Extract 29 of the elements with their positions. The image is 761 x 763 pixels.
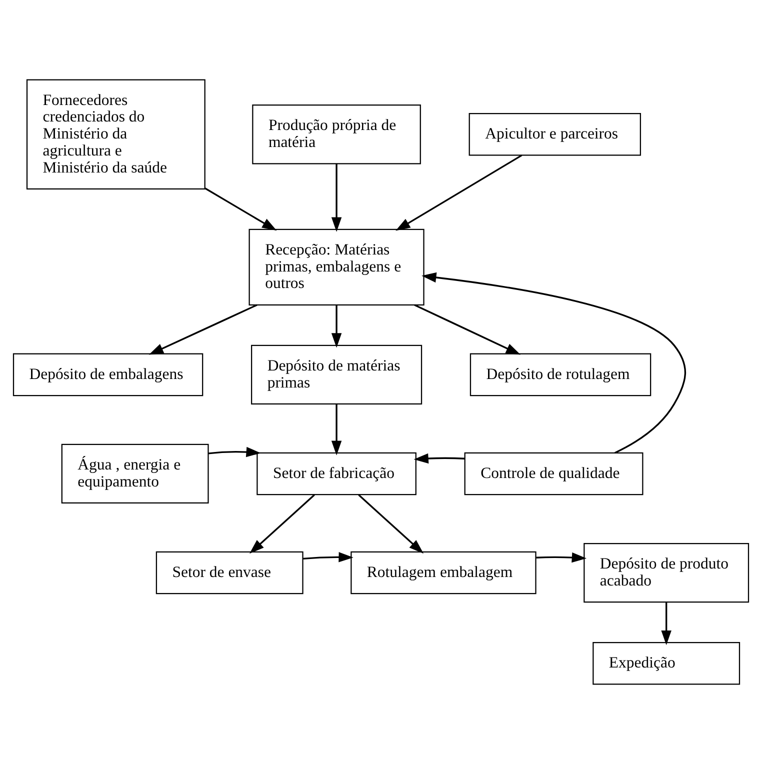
arrow (395, 154, 522, 230)
arrow (208, 446, 260, 457)
node-box: Setor de fabricação (256, 452, 416, 495)
arrow (413, 452, 464, 464)
node-box: Fornecedores credenciados do Ministério da agricultura e Ministério da saúde (26, 78, 205, 190)
arrow (330, 304, 342, 348)
arrow (358, 494, 424, 554)
arrow (302, 552, 353, 562)
node-box: Depósito de rotulagem (469, 352, 651, 396)
node-box: Rotulagem embalagem (350, 550, 536, 594)
arrow (248, 494, 314, 554)
node-box: Controle de qualidade (464, 452, 643, 495)
arrow (660, 602, 671, 645)
arrow (330, 404, 342, 455)
node-box: Expedição (592, 642, 740, 684)
node-box: Recepção: Matérias primas, embalagens e outros (248, 228, 424, 305)
node-box: Produção própria de matéria (252, 104, 420, 164)
arrow (536, 552, 586, 562)
node-box: Água , energia e equipamento (60, 443, 208, 504)
arrow (414, 304, 520, 354)
arrow (148, 304, 257, 354)
arrow (204, 187, 276, 230)
node-box: Depósito de embalagens (12, 352, 203, 396)
node-box: Depósito de produto acabado (583, 542, 749, 602)
arrow (330, 163, 342, 232)
node-box: Setor de envase (155, 550, 303, 594)
node-box: Depósito de matérias primas (250, 344, 422, 404)
arrow (421, 272, 686, 454)
node-box: Apicultor e parceiros (468, 112, 640, 156)
